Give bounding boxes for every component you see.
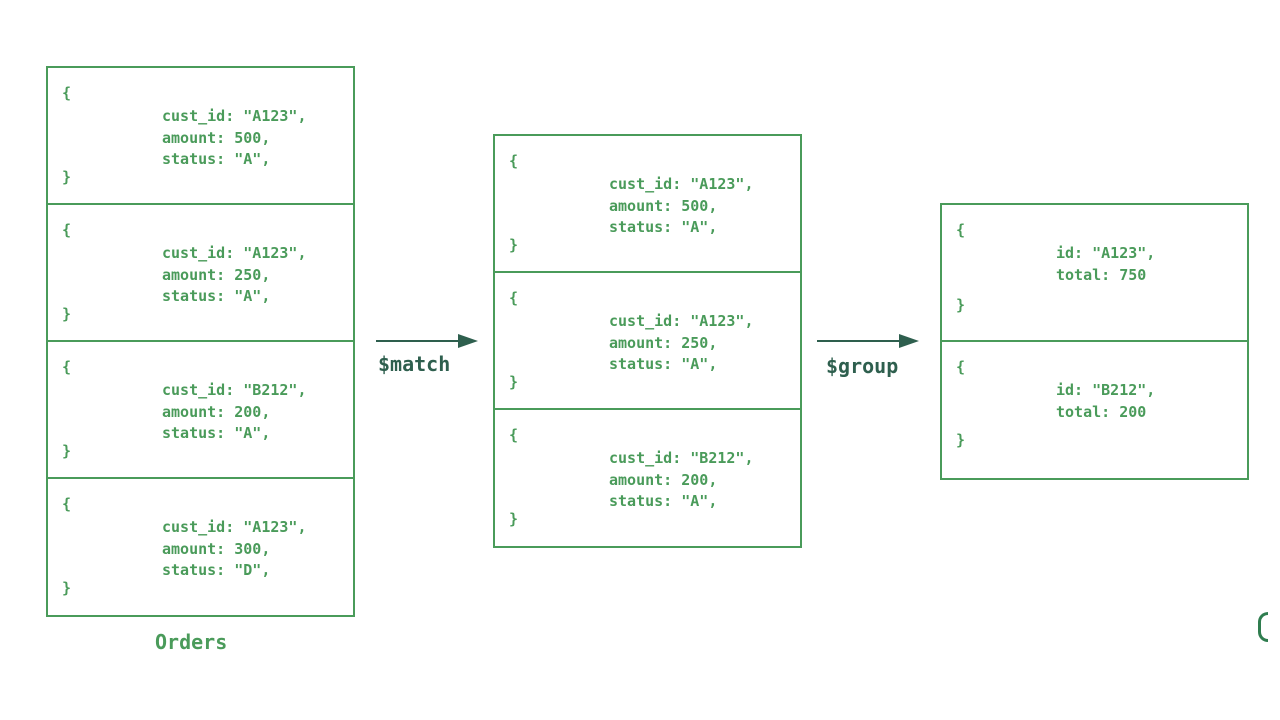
field-amount: amount: 200, bbox=[162, 402, 271, 421]
field-id: id: "B212", bbox=[1056, 381, 1156, 399]
match-document-1: { cust_id: "A123", amount: 500, status: … bbox=[495, 136, 800, 273]
open-brace: { bbox=[62, 495, 72, 513]
group-arrow-head-icon bbox=[899, 334, 919, 348]
open-brace: { bbox=[62, 221, 72, 239]
close-brace: } bbox=[62, 168, 72, 186]
field-total: total: 200 bbox=[1056, 402, 1147, 421]
match-result-collection: { cust_id: "A123", amount: 500, status: … bbox=[493, 134, 802, 548]
close-brace: } bbox=[956, 431, 966, 449]
close-brace: } bbox=[509, 373, 519, 391]
open-brace: { bbox=[509, 426, 519, 444]
field-amount: amount: 300, bbox=[162, 539, 271, 558]
close-brace: } bbox=[62, 305, 72, 323]
field-amount: amount: 250, bbox=[609, 333, 718, 352]
group-stage-label: $group bbox=[826, 354, 899, 378]
field-status: status: "A", bbox=[609, 218, 718, 236]
field-cust-id: cust_id: "B212", bbox=[162, 381, 307, 399]
field-cust-id: cust_id: "A123", bbox=[609, 175, 754, 193]
field-total: total: 750 bbox=[1056, 265, 1147, 284]
group-document-1: { id: "A123", total: 750 } bbox=[942, 205, 1247, 342]
match-arrow-shaft bbox=[376, 340, 460, 342]
field-cust-id: cust_id: "A123", bbox=[162, 244, 307, 262]
field-status: status: "D", bbox=[162, 561, 271, 579]
orders-document-4: { cust_id: "A123", amount: 300, status: … bbox=[48, 479, 353, 616]
group-arrow-shaft bbox=[817, 340, 901, 342]
match-document-3: { cust_id: "B212", amount: 200, status: … bbox=[495, 410, 800, 547]
close-brace: } bbox=[62, 579, 72, 597]
field-amount: amount: 500, bbox=[162, 128, 271, 147]
field-cust-id: cust_id: "B212", bbox=[609, 449, 754, 467]
open-brace: { bbox=[62, 84, 72, 102]
field-cust-id: cust_id: "A123", bbox=[609, 312, 754, 330]
orders-document-2: { cust_id: "A123", amount: 250, status: … bbox=[48, 205, 353, 342]
close-brace: } bbox=[956, 296, 966, 314]
group-result-collection: { id: "A123", total: 750 } { id: "B212",… bbox=[940, 203, 1249, 480]
field-amount: amount: 200, bbox=[609, 470, 718, 489]
open-brace: { bbox=[509, 289, 519, 307]
field-status: status: "A", bbox=[162, 424, 271, 442]
field-cust-id: cust_id: "A123", bbox=[162, 518, 307, 536]
group-document-2: { id: "B212", total: 200 } bbox=[942, 342, 1247, 479]
field-id: id: "A123", bbox=[1056, 244, 1156, 262]
close-brace: } bbox=[62, 442, 72, 460]
field-amount: amount: 500, bbox=[609, 196, 718, 215]
orders-collection: { cust_id: "A123", amount: 500, status: … bbox=[46, 66, 355, 617]
field-amount: amount: 250, bbox=[162, 265, 271, 284]
match-document-2: { cust_id: "A123", amount: 250, status: … bbox=[495, 273, 800, 410]
field-status: status: "A", bbox=[609, 355, 718, 373]
open-brace: { bbox=[956, 221, 966, 239]
match-arrow-head-icon bbox=[458, 334, 478, 348]
match-stage-label: $match bbox=[378, 352, 451, 376]
close-brace: } bbox=[509, 236, 519, 254]
close-brace: } bbox=[509, 510, 519, 528]
orders-document-3: { cust_id: "B212", amount: 200, status: … bbox=[48, 342, 353, 479]
orders-caption: Orders bbox=[155, 630, 228, 654]
field-cust-id: cust_id: "A123", bbox=[162, 107, 307, 125]
field-status: status: "A", bbox=[609, 492, 718, 510]
field-status: status: "A", bbox=[162, 150, 271, 168]
partial-circle-icon bbox=[1258, 612, 1268, 642]
orders-document-1: { cust_id: "A123", amount: 500, status: … bbox=[48, 68, 353, 205]
open-brace: { bbox=[509, 152, 519, 170]
open-brace: { bbox=[62, 358, 72, 376]
field-status: status: "A", bbox=[162, 287, 271, 305]
open-brace: { bbox=[956, 358, 966, 376]
